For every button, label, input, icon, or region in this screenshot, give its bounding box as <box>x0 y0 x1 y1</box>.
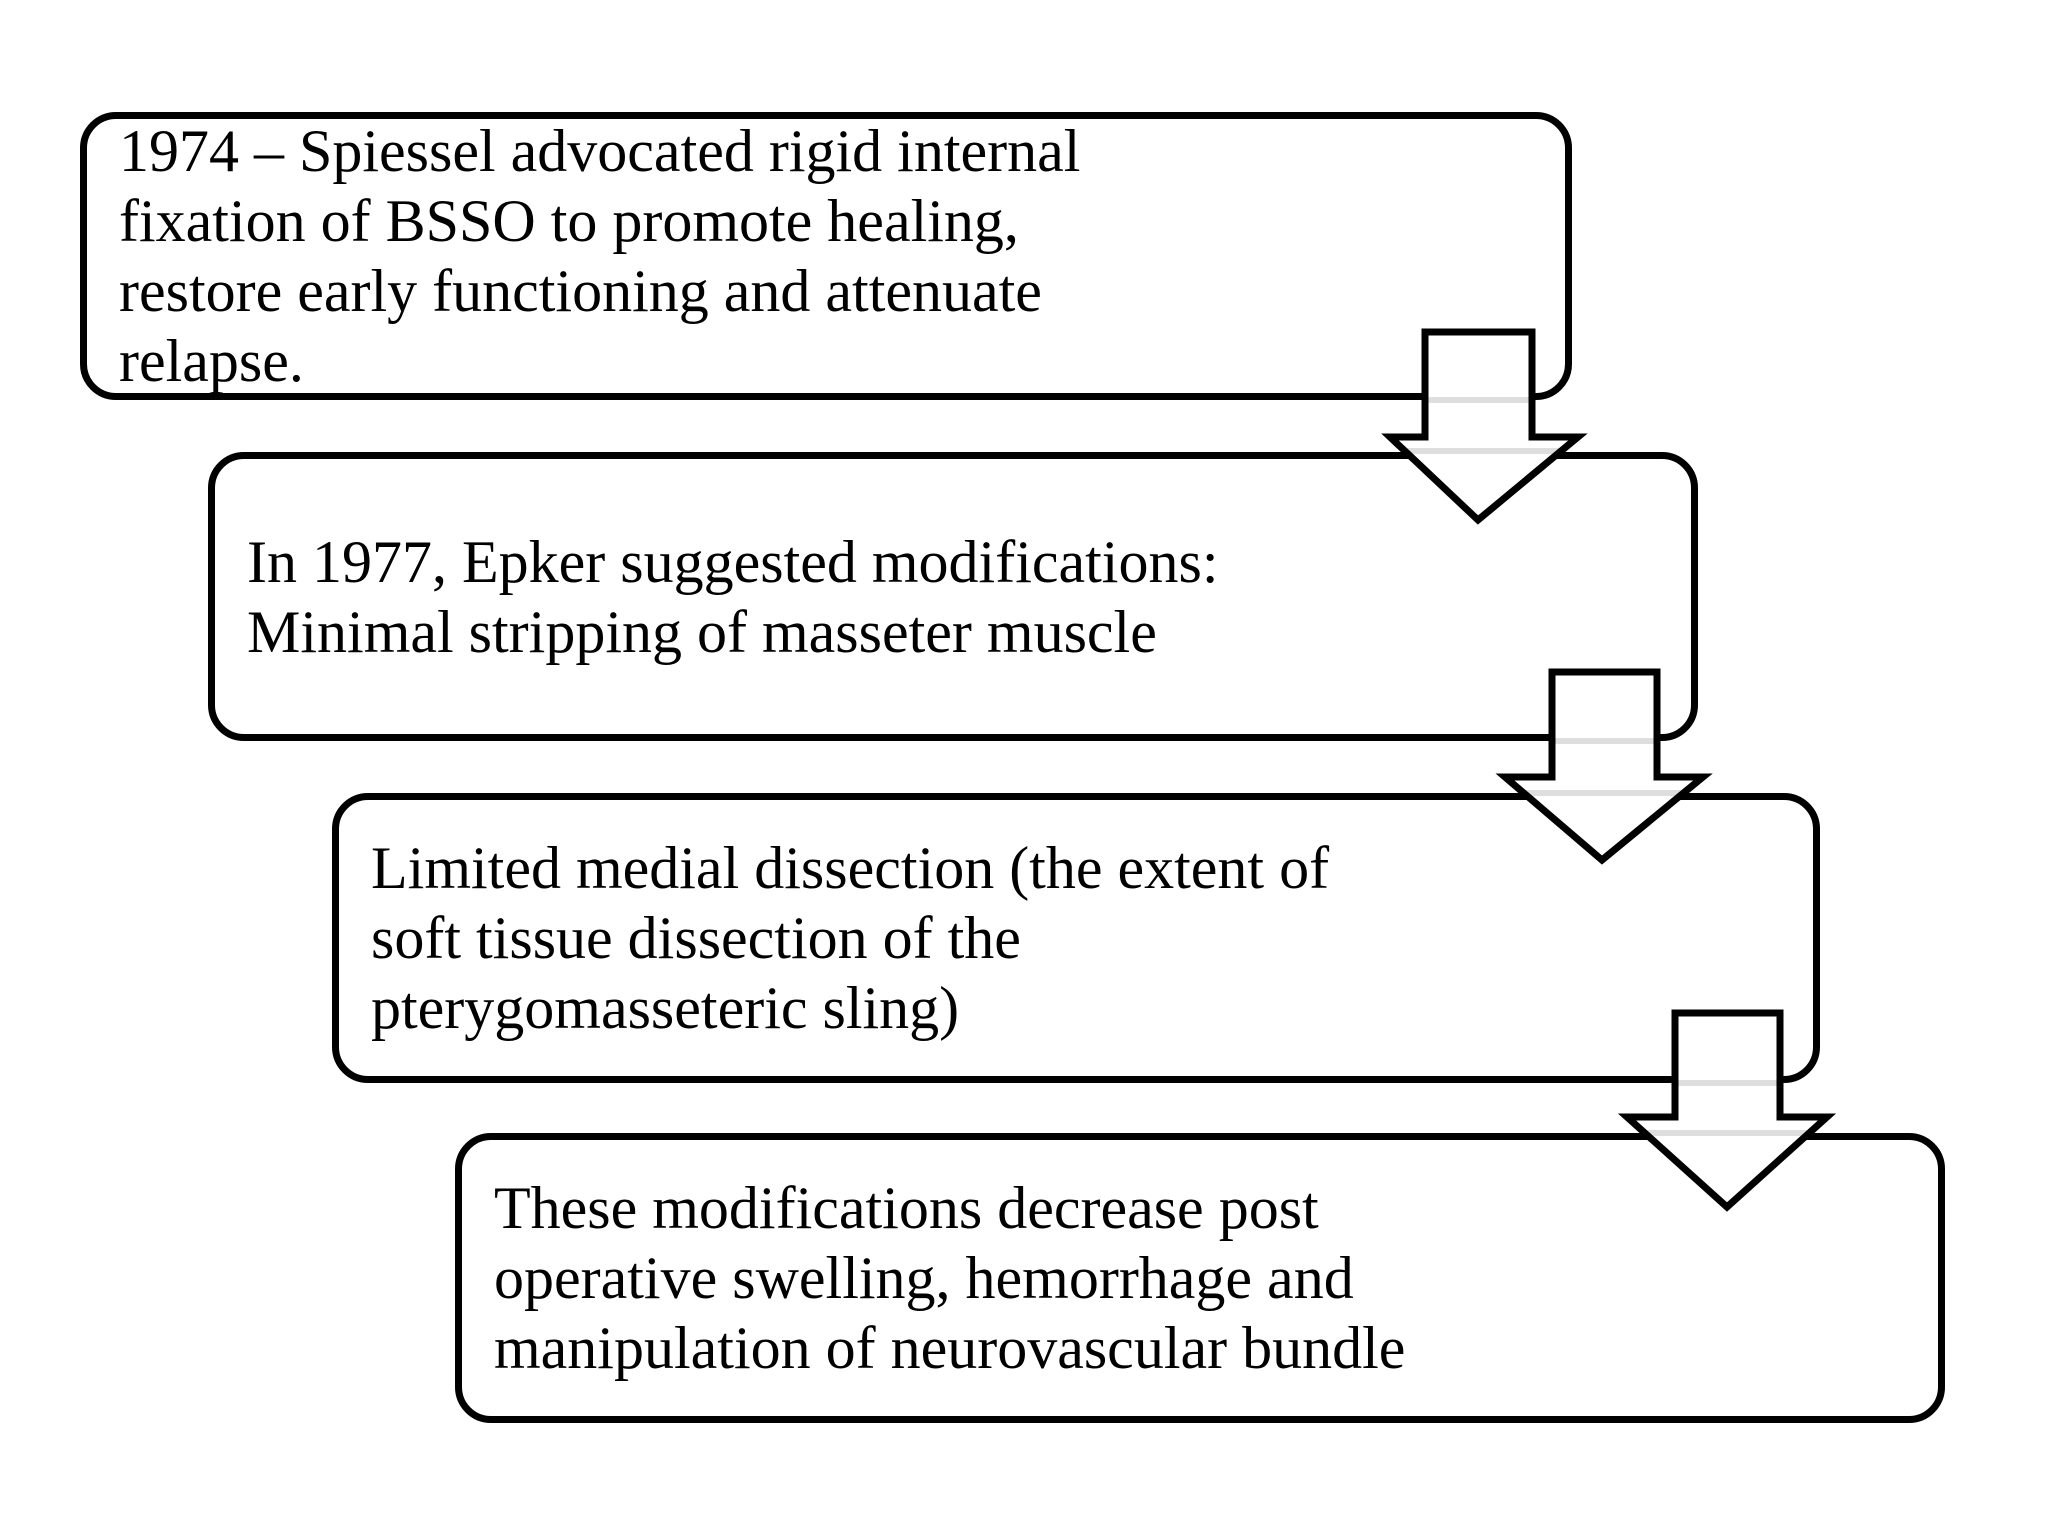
flow-box-limited-medial-dissection: Limited medial dissection (the extent of… <box>332 793 1820 1083</box>
box1-text-line-3: restore early functioning and attenuate <box>119 258 1042 324</box>
box3-text-line-3: pterygomasseteric sling) <box>371 975 960 1041</box>
box4-text-line-2: operative swelling, hemorrhage and <box>494 1245 1354 1311</box>
box1-text-line-4: relapse. <box>119 328 304 394</box>
box1-text-line-2: fixation of BSSO to promote healing, <box>119 188 1019 254</box>
box3-text-line-2: soft tissue dissection of the <box>371 905 1021 971</box>
flow-box-1977-epker: In 1977, Epker suggested modifications: … <box>208 452 1698 741</box>
flow-box-modifications-outcome: These modifications decrease post operat… <box>455 1133 1945 1423</box>
box2-text-line-2: Minimal stripping of masseter muscle <box>247 598 1157 665</box>
box4-text-line-1: These modifications decrease post <box>494 1175 1319 1241</box>
box2-text-line-1: In 1977, Epker suggested modifications: <box>247 528 1219 595</box>
box4-text-line-3: manipulation of neurovascular bundle <box>494 1315 1406 1381</box>
box3-text-line-1: Limited medial dissection (the extent of <box>371 835 1330 901</box>
box1-text-line-1: 1974 – Spiessel advocated rigid internal <box>119 118 1081 184</box>
flow-box-1974-spiessel: 1974 – Spiessel advocated rigid internal… <box>80 112 1572 400</box>
